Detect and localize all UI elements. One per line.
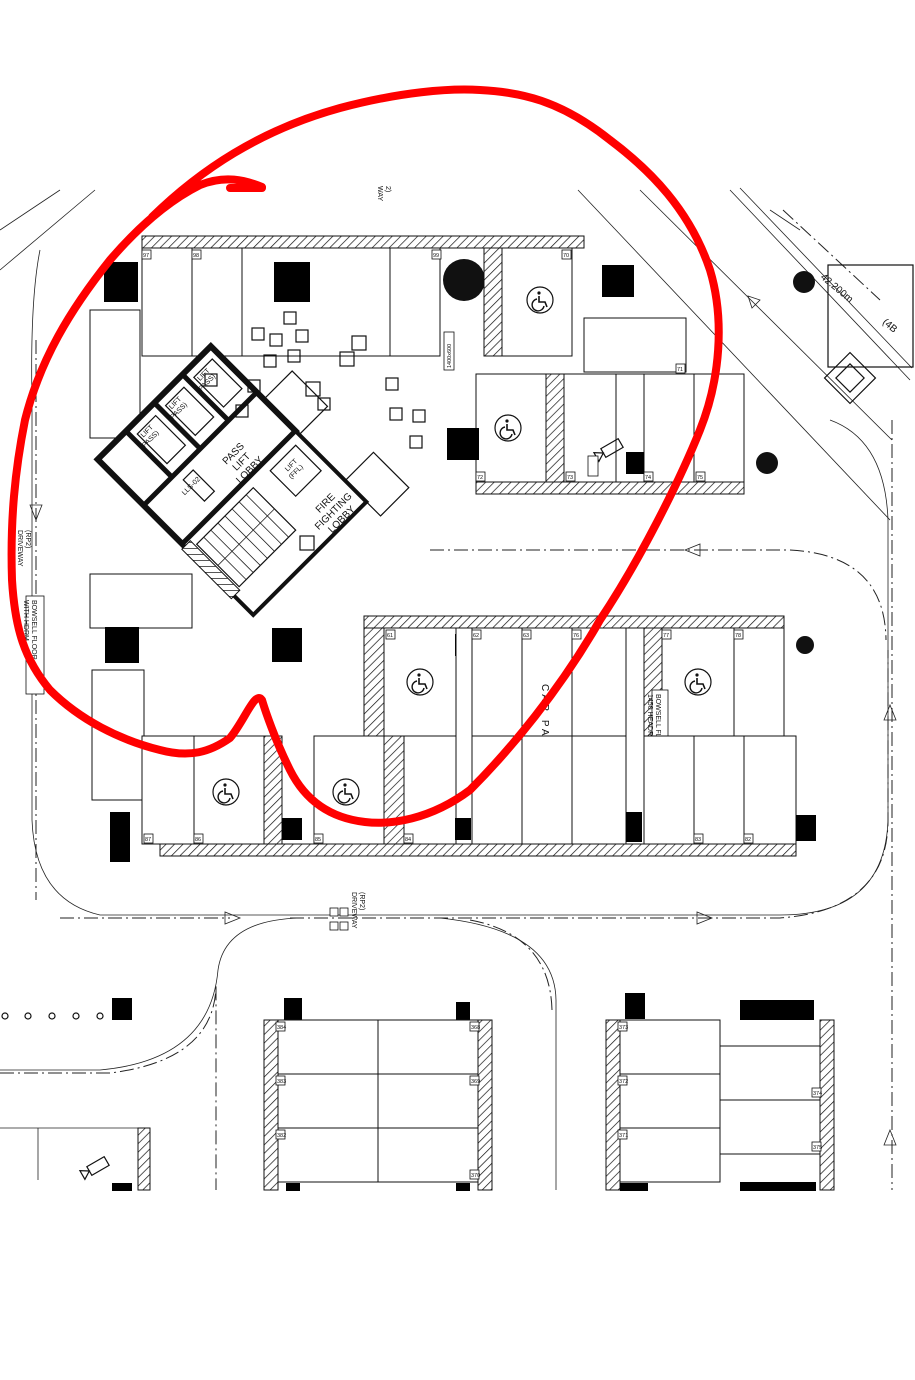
svg-text:372: 372 <box>619 1079 628 1085</box>
accessible-bay-icon <box>494 414 522 442</box>
svg-text:86: 86 <box>195 837 201 843</box>
site-boundary-annotation: 42.200m (4B <box>818 264 914 405</box>
svg-text:375: 375 <box>813 1145 822 1151</box>
side-note: BOWSELL FLOORWITH HDRM <box>22 600 37 660</box>
svg-text:98: 98 <box>193 253 199 259</box>
bay-number-tags-lower: 384 383 382 368 369 370 373 372 371 374 … <box>275 1021 822 1180</box>
svg-text:97: 97 <box>143 253 149 259</box>
driveway-bottom-label: (RP2)DRIVEWAY <box>350 892 365 929</box>
svg-text:374: 374 <box>813 1091 822 1097</box>
svg-text:83: 83 <box>695 837 701 843</box>
stair <box>195 486 297 588</box>
svg-text:84: 84 <box>405 837 411 843</box>
svg-text:78: 78 <box>735 633 741 639</box>
svg-text:75: 75 <box>697 475 703 481</box>
svg-text:382: 382 <box>277 1133 286 1139</box>
bollards <box>1 1012 104 1020</box>
svg-text:70: 70 <box>563 253 569 259</box>
car-parking-label: CAR PARKING <box>539 684 550 785</box>
svg-text:77: 77 <box>663 633 669 639</box>
dims-label: 1400x600 <box>447 344 453 368</box>
accessible-bay-icon <box>526 286 554 314</box>
road-linework <box>0 187 913 1190</box>
svg-text:368: 368 <box>471 1025 480 1031</box>
lift-car <box>136 358 243 465</box>
svg-text:82: 82 <box>745 837 751 843</box>
svg-text:85: 85 <box>315 837 321 843</box>
svg-text:72: 72 <box>477 475 483 481</box>
top-parking-block: 1400x600 97 98 99 70 2)WAY <box>89 186 687 439</box>
svg-text:61: 61 <box>387 633 393 639</box>
bay-number-tags-middle: 61 62 63 76 77 78 87 86 85 84 83 82 <box>143 629 754 844</box>
cctv-camera-icon <box>78 1155 110 1181</box>
core-equipment <box>204 311 426 551</box>
bay-number-tags-top: 97 98 99 70 <box>141 249 572 260</box>
accessible-bay-icon <box>684 668 712 696</box>
svg-text:62: 62 <box>473 633 479 639</box>
overhead-note: BOWSELL FLOOR WITH1450 HEADROOM <box>646 694 661 773</box>
svg-text:99: 99 <box>433 253 439 259</box>
bay-number-tags-right: 71 72 73 74 75 <box>475 363 706 482</box>
elevation-suffix: (4B <box>880 317 899 336</box>
svg-text:369: 369 <box>471 1079 480 1085</box>
svg-text:76: 76 <box>573 633 579 639</box>
accessible-bay-icon <box>212 778 240 806</box>
svg-text:71: 71 <box>677 367 683 373</box>
svg-text:373: 373 <box>619 1025 628 1031</box>
svg-text:371: 371 <box>619 1133 628 1139</box>
svg-text:383: 383 <box>277 1079 286 1085</box>
red-markup-loop <box>7 85 723 827</box>
driveway-left-label: (RP2)DRIVEWAY <box>16 530 31 567</box>
svg-text:74: 74 <box>645 475 651 481</box>
svg-text:73: 73 <box>567 475 573 481</box>
svg-text:370: 370 <box>471 1173 480 1179</box>
svg-text:87: 87 <box>145 837 151 843</box>
direction-arrow-icon <box>29 295 897 1146</box>
driveway-top-label: 2)WAY <box>376 186 391 201</box>
middle-parking-block: CAR PARKING BOWSELL FLOOR WITH1450 HEADR… <box>16 530 816 931</box>
accessible-bay-icon <box>332 778 360 806</box>
lower-parking-blocks: 384 383 382 368 369 370 373 372 371 374 … <box>78 993 835 1191</box>
svg-text:63: 63 <box>523 633 529 639</box>
svg-text:384: 384 <box>277 1025 286 1031</box>
accessible-bay-icon <box>406 668 434 696</box>
